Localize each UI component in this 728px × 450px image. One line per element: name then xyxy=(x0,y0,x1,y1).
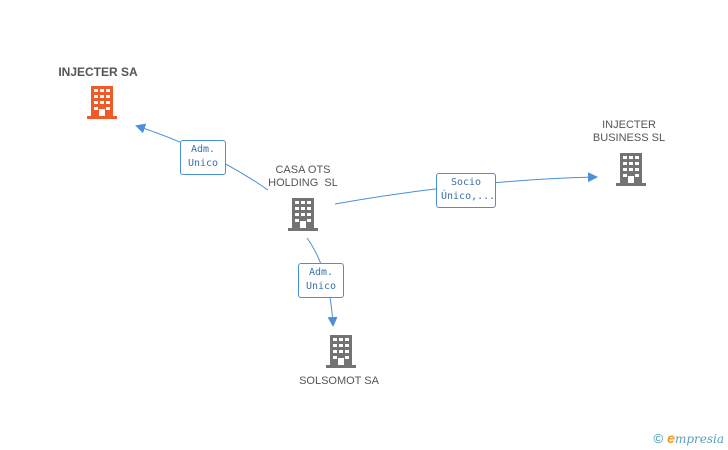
edge-label-to-solsomot[interactable]: Adm. Unico xyxy=(298,263,344,298)
node-label-injecter-business[interactable]: INJECTER BUSINESS SL xyxy=(574,119,684,145)
building-icon[interactable] xyxy=(86,86,118,120)
building-icon[interactable] xyxy=(287,198,319,232)
node-label-solsomot[interactable]: SOLSOMOT SA xyxy=(299,375,379,387)
edge-label-line: Adm. xyxy=(308,267,334,278)
brand-logo-text: mpresia xyxy=(674,432,724,446)
copyright-symbol: © xyxy=(653,431,664,446)
node-label-line: INJECTER xyxy=(602,119,656,131)
node-label-line: HOLDING SL xyxy=(268,177,338,189)
edge-label-line: Único,... xyxy=(441,191,496,202)
edge-label-line: Unico xyxy=(187,158,219,169)
node-label-line: BUSINESS SL xyxy=(592,132,666,144)
node-label-line: CASA OTS xyxy=(275,164,331,176)
brand-logo-initial: e xyxy=(667,430,675,446)
edge-label-to-injecter-business[interactable]: Socio Único,... xyxy=(436,173,496,208)
building-icon[interactable] xyxy=(615,153,647,187)
node-label-casa-ots[interactable]: CASA OTS HOLDING SL xyxy=(248,164,358,190)
empresia-watermark[interactable]: ©empresia xyxy=(654,430,724,446)
edge-label-line: Socio xyxy=(450,177,482,188)
node-label-injecter-sa[interactable]: INJECTER SA xyxy=(58,65,138,79)
building-icon[interactable] xyxy=(325,335,357,369)
edge-label-line: Unico xyxy=(305,281,337,292)
edge-label-line: Adm. xyxy=(190,144,216,155)
edge-label-to-injecter-sa[interactable]: Adm. Unico xyxy=(180,140,226,175)
